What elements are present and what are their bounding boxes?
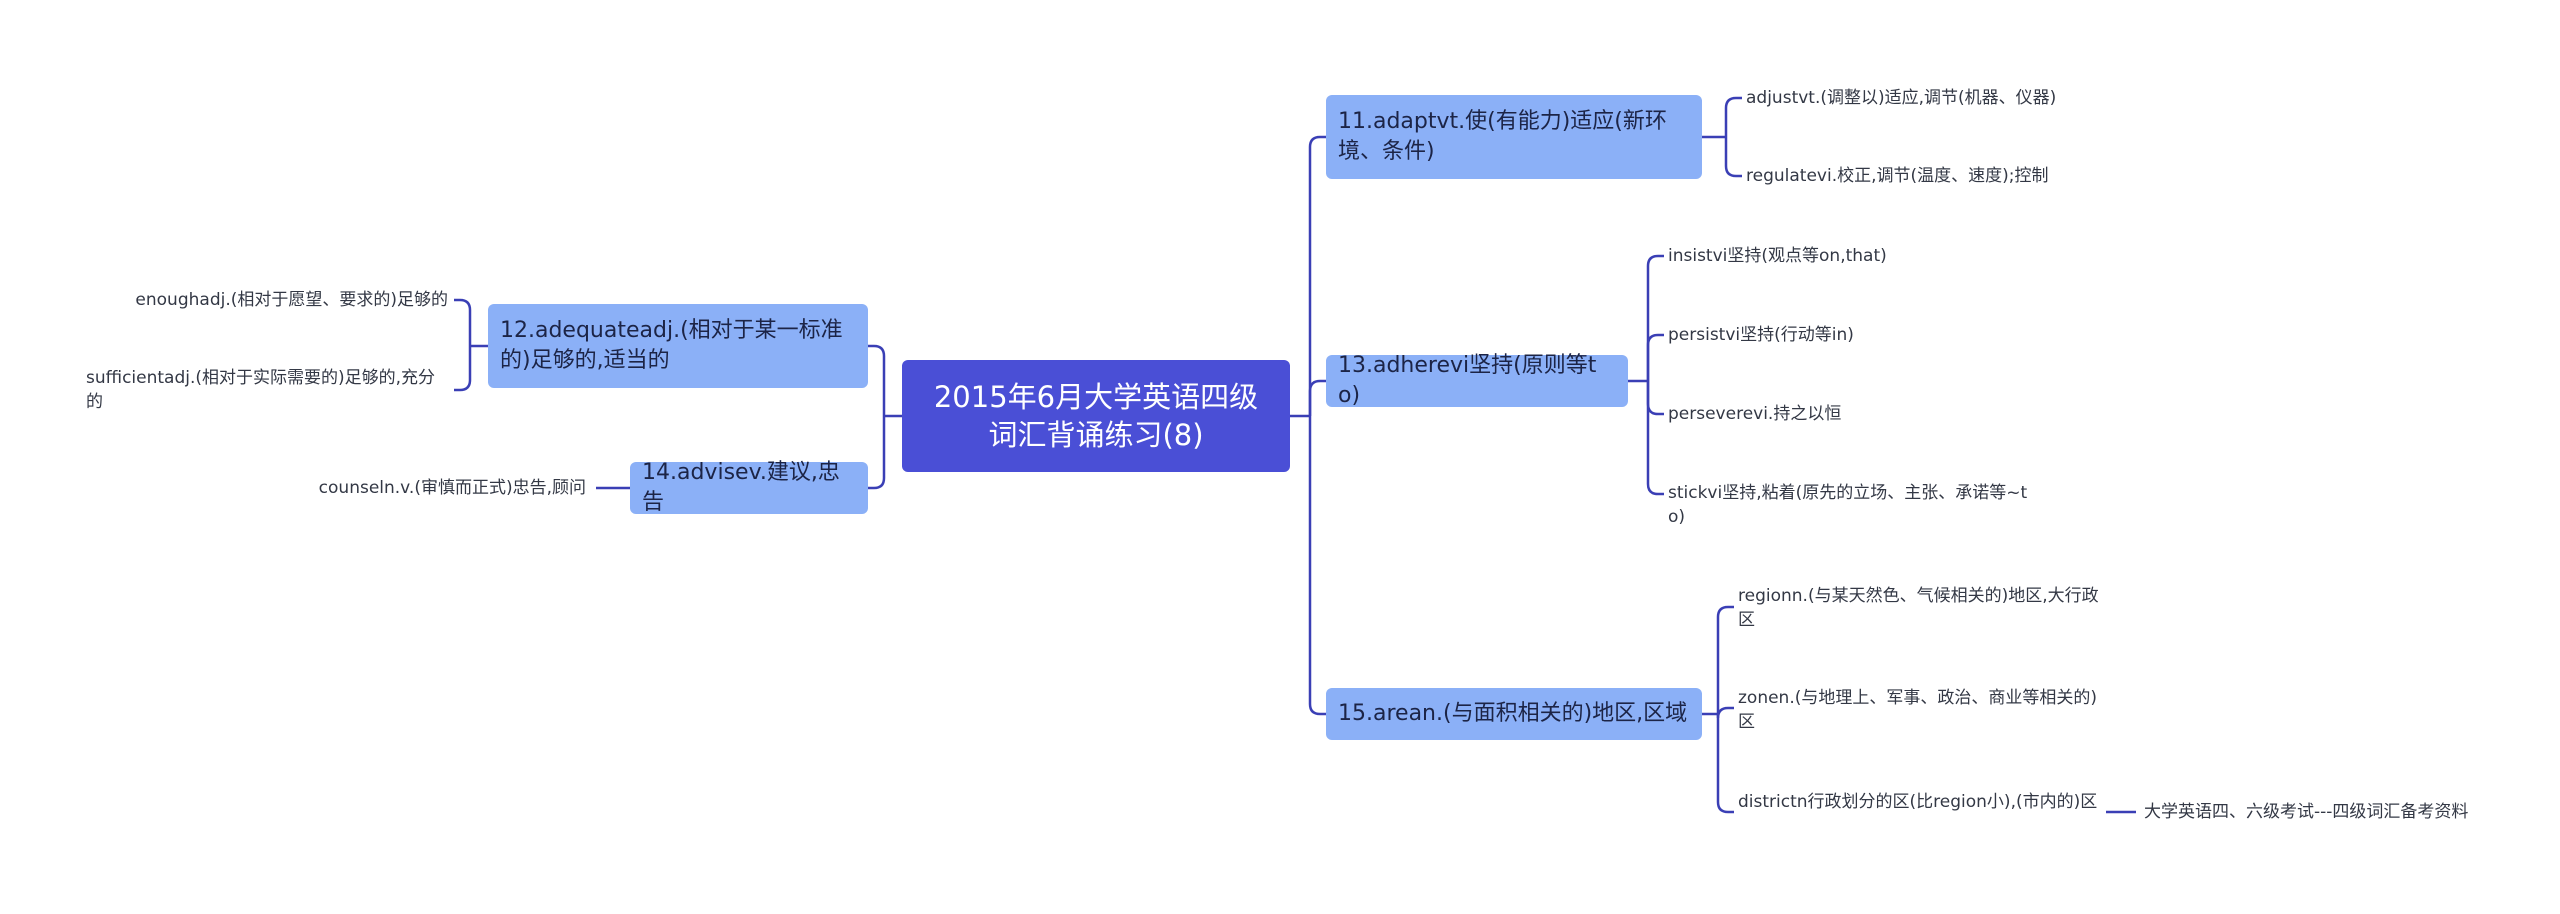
connector-adhere-link-3 bbox=[1646, 381, 1664, 496]
connector-root-right-link-2 bbox=[1308, 416, 1326, 716]
leaf-node-cet-material[interactable]: 大学英语四、六级考试---四级词汇备考资料 bbox=[2144, 802, 2469, 822]
connector-adequate-link-1 bbox=[454, 346, 472, 392]
connector-adhere-link-0 bbox=[1646, 254, 1664, 381]
connector-area-link-1 bbox=[1716, 706, 1734, 719]
connector-root-right-link-0 bbox=[1308, 135, 1326, 416]
leaf-node-district[interactable]: districtn行政划分的区(比region小),(市内的)区 bbox=[1738, 792, 2098, 812]
connector-adequate-link-0 bbox=[454, 298, 472, 346]
leaf-node-persevere[interactable]: perseverevi.持之以恒 bbox=[1668, 404, 1842, 424]
connector-area-link-0 bbox=[1716, 605, 1734, 714]
connector-area-link-2 bbox=[1716, 714, 1734, 814]
root-node[interactable]: 2015年6月大学英语四级词汇背诵练习(8) bbox=[902, 360, 1290, 472]
branch-node-adequate[interactable]: 12.adequateadj.(相对于某一标准的)足够的,适当的 bbox=[488, 304, 868, 388]
leaf-node-zone[interactable]: zonen.(与地理上、军事、政治、商业等相关的)区 bbox=[1738, 688, 2097, 732]
connector-adapt-link-1 bbox=[1724, 137, 1742, 178]
connector-adhere-link-1 bbox=[1646, 333, 1664, 381]
branch-node-advise[interactable]: 14.advisev.建议,忠告 bbox=[630, 460, 868, 515]
leaf-node-sufficient[interactable]: sufficientadj.(相对于实际需要的)足够的,充分的 bbox=[86, 368, 436, 412]
connector-root-right-link-1 bbox=[1308, 379, 1326, 416]
connector-root-left-link-1 bbox=[868, 416, 886, 490]
leaf-node-adjust[interactable]: adjustvt.(调整以)适应,调节(机器、仪器) bbox=[1746, 88, 2057, 108]
branch-node-adhere[interactable]: 13.adherevi坚持(原则等to) bbox=[1326, 353, 1628, 408]
leaf-node-stick[interactable]: stickvi坚持,粘着(原先的立场、主张、承诺等~to) bbox=[1668, 483, 2028, 527]
leaf-node-region[interactable]: regionn.(与某天然色、气候相关的)地区,大行政区 bbox=[1738, 586, 2099, 630]
connector-adhere-link-2 bbox=[1646, 381, 1664, 416]
branch-node-area[interactable]: 15.arean.(与面积相关的)地区,区域 bbox=[1326, 688, 1702, 740]
leaf-node-enough[interactable]: enoughadj.(相对于愿望、要求的)足够的 bbox=[135, 290, 448, 310]
connector-adapt-link-0 bbox=[1724, 96, 1742, 137]
leaf-node-persist[interactable]: persistvi坚持(行动等in) bbox=[1668, 325, 1854, 345]
leaf-node-insist[interactable]: insistvi坚持(观点等on,that) bbox=[1668, 246, 1887, 266]
branch-node-adapt[interactable]: 11.adaptvt.使(有能力)适应(新环境、条件) bbox=[1326, 95, 1702, 179]
leaf-node-counsel[interactable]: counseln.v.(审慎而正式)忠告,顾问 bbox=[318, 478, 586, 498]
connector-root-left-link-0 bbox=[868, 344, 886, 416]
leaf-node-regulate[interactable]: regulatevi.校正,调节(温度、速度);控制 bbox=[1746, 166, 2049, 186]
